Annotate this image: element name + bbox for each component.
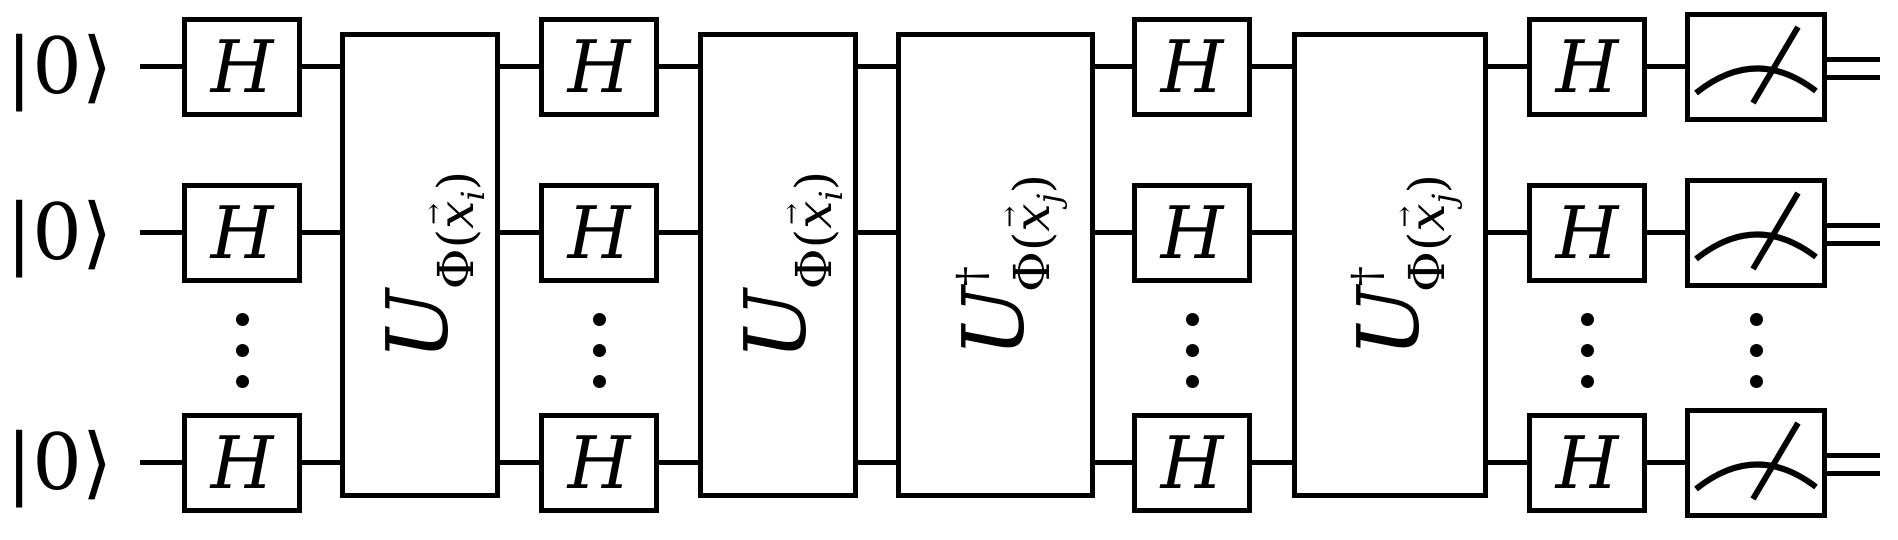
hadamard-gate: H [1527,17,1647,117]
hadamard-label: H [1160,421,1224,505]
classical-wire-double-line [1827,223,1880,228]
classical-wire-double-line [1827,471,1880,476]
hadamard-gate: H [539,413,659,513]
hadamard-label: H [567,421,631,505]
vector-arrow: → [994,205,1025,228]
classical-wire-double-line [1827,453,1880,458]
unitary-block-u-dagger-phi-xj-2: U†Φ(x→j) [1292,32,1488,498]
ket-zero-label-1: |0⟩ [0,22,122,112]
meter-icon [1694,25,1818,105]
vector-arrow: → [777,202,808,225]
hadamard-gate: H [1132,17,1252,117]
classical-wire-double-line [1827,241,1880,246]
hadamard-gate: H [182,17,302,117]
ket-text: |0⟩ [6,22,113,112]
measurement-gate-2 [1685,178,1827,288]
ket-text: |0⟩ [6,418,113,508]
ket-zero-label-2: |0⟩ [0,188,122,278]
hadamard-label: H [1555,191,1619,275]
unitary-block-u-dagger-phi-xj-1: U†Φ(x→j) [896,32,1095,498]
hadamard-gate: H [1132,413,1252,513]
hadamard-gate: H [539,17,659,117]
hadamard-label: H [567,25,631,109]
unitary-block-label: U†Φ(x→j) [1339,173,1463,357]
hadamard-label: H [567,191,631,275]
classical-wire-double-line [1827,57,1880,62]
measurement-gate-3 [1685,408,1827,518]
hadamard-label: H [1160,191,1224,275]
vector-arrow: → [1389,205,1420,228]
dagger-symbol: † [949,265,995,286]
hadamard-label: H [1555,421,1619,505]
classical-wire-double-line [1827,75,1880,80]
hadamard-gate: H [1132,183,1252,283]
vector-arrow: → [419,202,450,225]
meter-icon [1694,421,1818,501]
meter-icon [1694,191,1818,271]
hadamard-label: H [1160,25,1224,109]
hadamard-gate: H [1527,413,1647,513]
hadamard-label: H [210,25,274,109]
dagger-symbol: † [1343,265,1390,286]
unitary-block-label: U†Φ(x→j) [945,173,1068,357]
ket-text: |0⟩ [6,188,113,278]
measurement-gate-1 [1685,12,1827,122]
ket-zero-label-3: |0⟩ [0,418,122,508]
hadamard-gate: H [539,183,659,283]
hadamard-gate: H [182,183,302,283]
hadamard-label: H [210,191,274,275]
hadamard-label: H [1555,25,1619,109]
hadamard-gate: H [1527,183,1647,283]
hadamard-gate: H [182,413,302,513]
hadamard-label: H [210,421,274,505]
